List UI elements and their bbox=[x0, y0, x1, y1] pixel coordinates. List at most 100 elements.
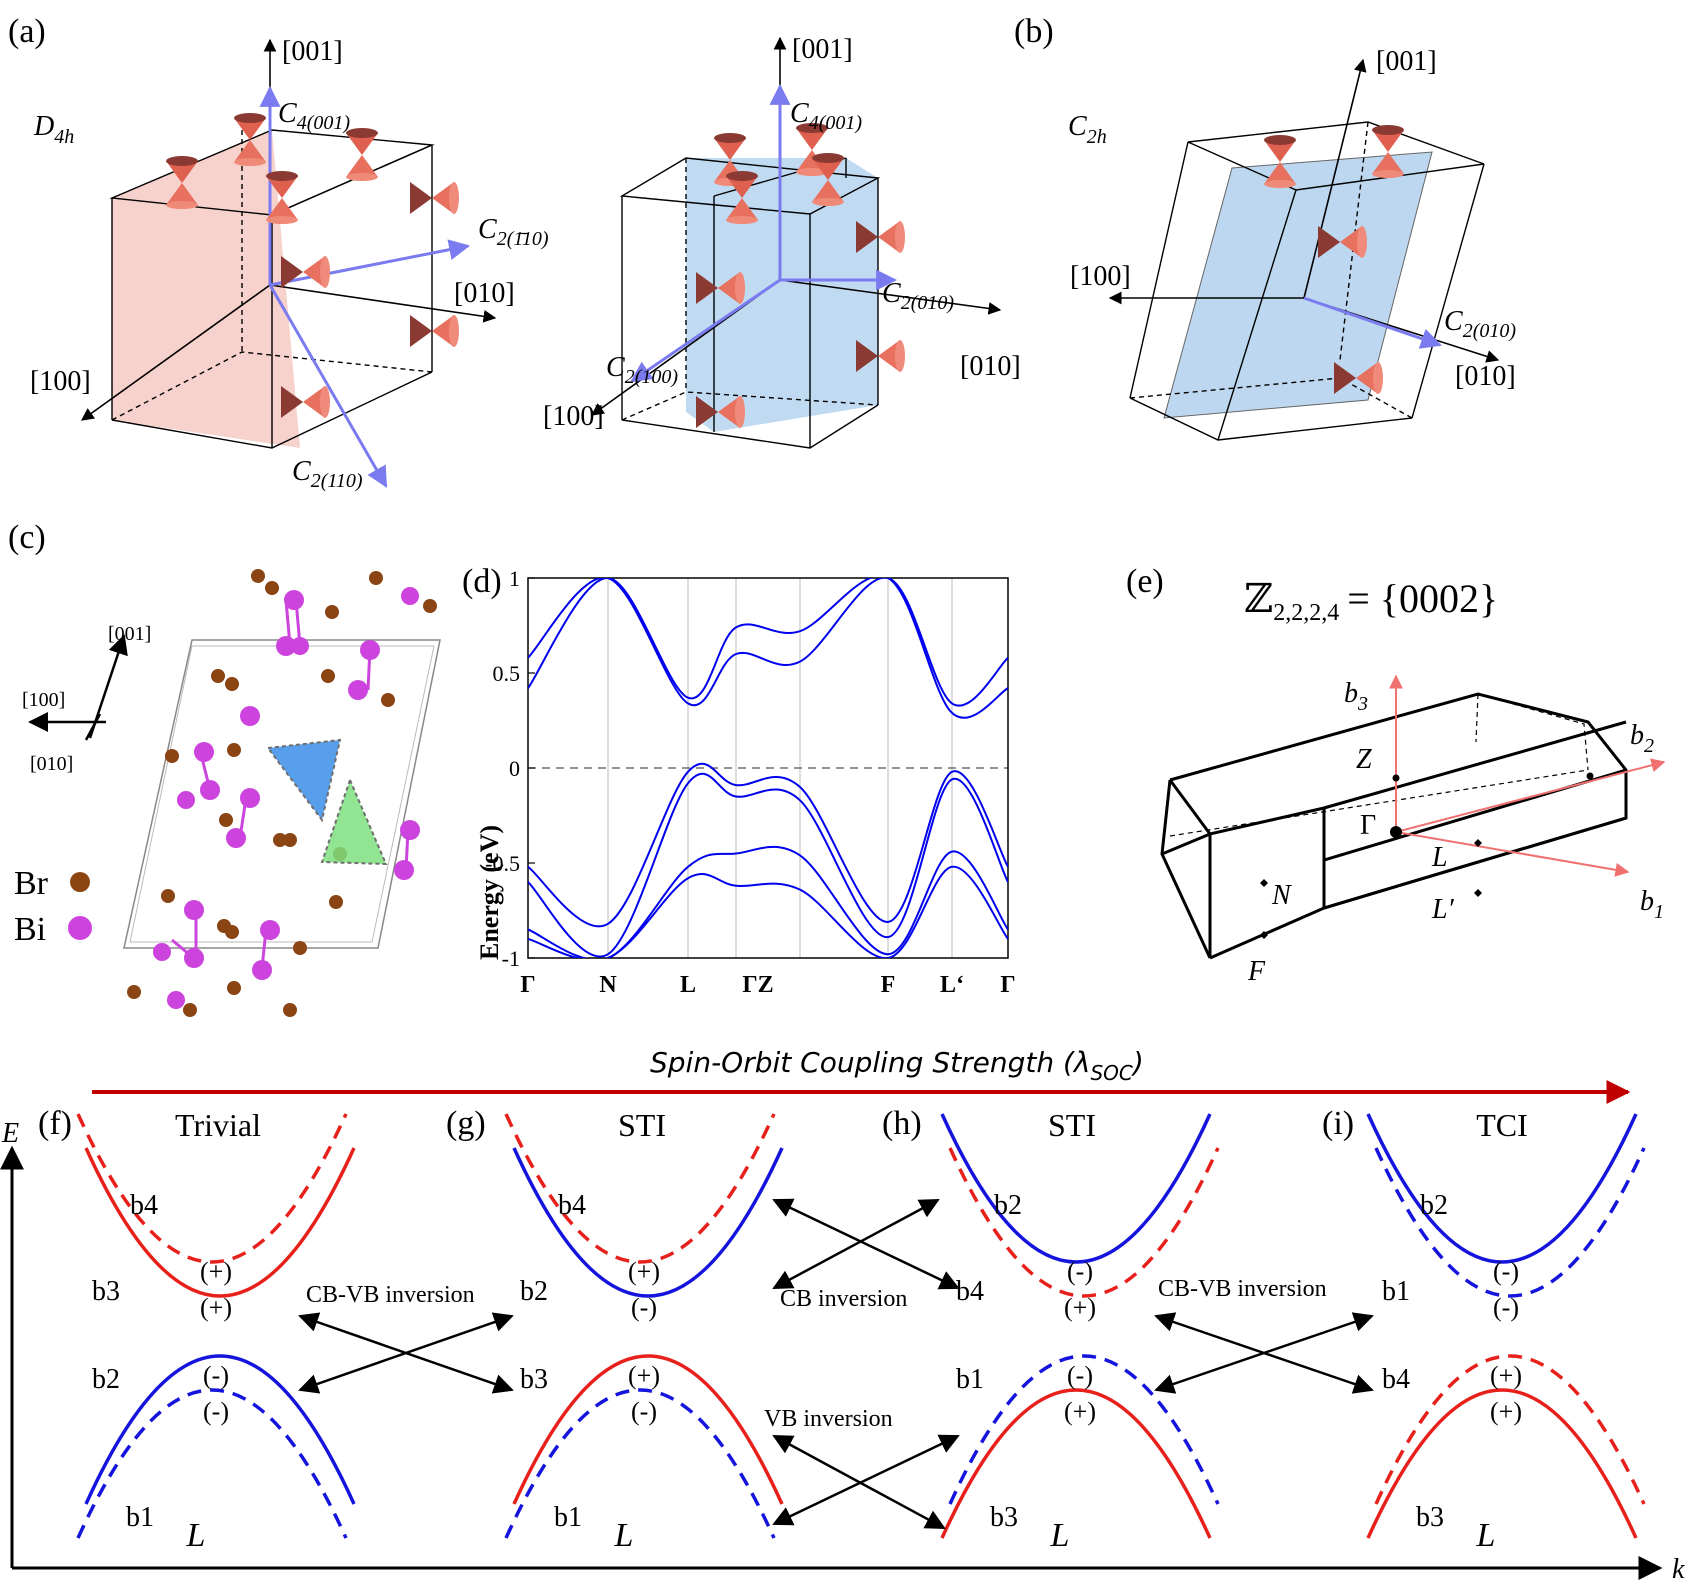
bi-legend-marker bbox=[68, 916, 92, 940]
legend-bi: Bi bbox=[14, 911, 46, 948]
panel-title: STI bbox=[1048, 1107, 1096, 1143]
band-bottom-outer bbox=[76, 1388, 348, 1539]
point-group-label-b: C2h bbox=[1068, 111, 1107, 148]
axis-label-010-right: [010] bbox=[960, 351, 1021, 382]
band-top-inner bbox=[1374, 1147, 1646, 1298]
y-axis-label: Energy (eV) bbox=[475, 825, 504, 960]
axis-001-b bbox=[1303, 58, 1367, 299]
panel-label-d: (d) bbox=[462, 563, 502, 600]
band-top-inner bbox=[84, 1147, 356, 1298]
l-point-label: L bbox=[614, 1517, 634, 1554]
band-bottom-inner bbox=[84, 1354, 356, 1505]
band-top-outer bbox=[76, 1113, 348, 1264]
panel-label-e: (e) bbox=[1126, 563, 1164, 600]
label-n: N bbox=[1271, 880, 1292, 911]
legend-br: Br bbox=[14, 865, 49, 902]
k-point-label: L bbox=[680, 972, 696, 998]
axis-label-100-b: [100] bbox=[1070, 261, 1131, 292]
atoms bbox=[127, 569, 437, 1017]
parity-label: (+) bbox=[1490, 1397, 1522, 1426]
band-bottom-outer bbox=[504, 1388, 776, 1539]
band-label: b1 bbox=[956, 1364, 984, 1395]
panel-title: TCI bbox=[1476, 1107, 1528, 1143]
label-b2: b2 bbox=[1630, 720, 1654, 757]
band-label: b3 bbox=[1416, 1502, 1444, 1533]
band-bottom-outer bbox=[1366, 1388, 1638, 1539]
band-label: b2 bbox=[1420, 1190, 1448, 1221]
arrow-label-gh-top: CB inversion bbox=[780, 1286, 907, 1312]
mirror-plane-pink bbox=[112, 130, 300, 448]
band-top-inner bbox=[948, 1147, 1220, 1298]
panel-title: Trivial bbox=[175, 1107, 261, 1143]
axis-010 bbox=[269, 284, 497, 323]
ek-axes: E k bbox=[0, 1118, 1685, 1585]
y-tick-label: 0 bbox=[509, 756, 520, 781]
axis-label-001-b: [001] bbox=[1376, 46, 1437, 77]
band-label: b2 bbox=[994, 1190, 1022, 1221]
panel-label-h: (h) bbox=[882, 1105, 922, 1142]
op-label-c2-110: C2(110) bbox=[292, 456, 363, 492]
op-label-c2-010-b: C2(010) bbox=[1444, 306, 1516, 342]
band-top-outer bbox=[504, 1113, 776, 1264]
parity-label: (-) bbox=[631, 1397, 657, 1426]
band-bottom-inner bbox=[1374, 1354, 1646, 1505]
band-top-inner bbox=[512, 1147, 784, 1298]
unit-cell bbox=[123, 639, 441, 949]
op-label-c2-1bar10: C2(1̄10) bbox=[478, 214, 549, 250]
parity-label: (-) bbox=[631, 1293, 657, 1322]
arrow-label-fg: CB-VB inversion bbox=[306, 1282, 475, 1308]
band-line-1 bbox=[528, 762, 1008, 928]
op-label-c4-right: C4(001) bbox=[790, 98, 862, 134]
band-label: b1 bbox=[126, 1502, 154, 1533]
k-point-label: N bbox=[599, 972, 617, 998]
b1-vector bbox=[1395, 831, 1630, 877]
band-label: b4 bbox=[130, 1190, 158, 1221]
parity-label: (+) bbox=[628, 1361, 660, 1390]
panel-label-b: (b) bbox=[1014, 13, 1054, 50]
label-gamma: Γ bbox=[1360, 810, 1376, 841]
panel-label-a: (a) bbox=[8, 13, 46, 50]
inversion-arrows bbox=[298, 1198, 1374, 1530]
arrow-label-gh-bot: VB inversion bbox=[764, 1406, 893, 1432]
z-point bbox=[1392, 774, 1400, 782]
invariant-formula: ℤ2,2,2,4= {0002} bbox=[1244, 576, 1498, 626]
c2-110-axis bbox=[268, 284, 388, 488]
k-point-label: ΓZ bbox=[742, 972, 773, 998]
c2-1bar10-axis bbox=[269, 239, 471, 287]
l-point-label: L bbox=[1050, 1517, 1070, 1554]
band-label: b4 bbox=[956, 1276, 984, 1307]
parity-label: (+) bbox=[628, 1257, 660, 1286]
band-line-6 bbox=[528, 578, 1008, 707]
band-bottom-inner bbox=[512, 1354, 784, 1505]
label-z: Z bbox=[1356, 744, 1372, 775]
l-point bbox=[1474, 839, 1482, 847]
panel-b: (b) C2h [001] [100] [010] C2(010) bbox=[1014, 13, 1516, 441]
parity-label: (+) bbox=[1490, 1361, 1522, 1390]
br-legend-marker bbox=[70, 872, 90, 892]
bz-hidden-edges bbox=[1161, 693, 1589, 959]
axis-label-001-right: [001] bbox=[792, 34, 853, 65]
parity-label: (+) bbox=[200, 1293, 232, 1322]
y-tick-label: 1 bbox=[509, 566, 520, 591]
mirror-plane-blue-b bbox=[1163, 151, 1433, 419]
op-label-c2-010: C2(010) bbox=[882, 278, 954, 314]
band-top-outer bbox=[940, 1113, 1212, 1264]
parity-label: (-) bbox=[1493, 1257, 1519, 1286]
panel-c: (c) [001] [100] [010] bbox=[8, 519, 441, 1017]
band-label: b4 bbox=[1382, 1364, 1410, 1395]
label-f: F bbox=[1247, 956, 1266, 987]
panel-a-left: (a) D4h bbox=[8, 13, 549, 492]
c2-010-axis-b bbox=[1303, 296, 1442, 349]
soc-strength-arrow: Spin-Orbit Coupling Strength (λSOC) bbox=[92, 1046, 1631, 1104]
gamma-point bbox=[1390, 826, 1402, 838]
parity-label: (-) bbox=[203, 1397, 229, 1426]
k-point-label: Γ bbox=[1000, 972, 1015, 998]
k-point-label: F bbox=[881, 972, 896, 998]
label-l: L bbox=[1431, 842, 1448, 873]
